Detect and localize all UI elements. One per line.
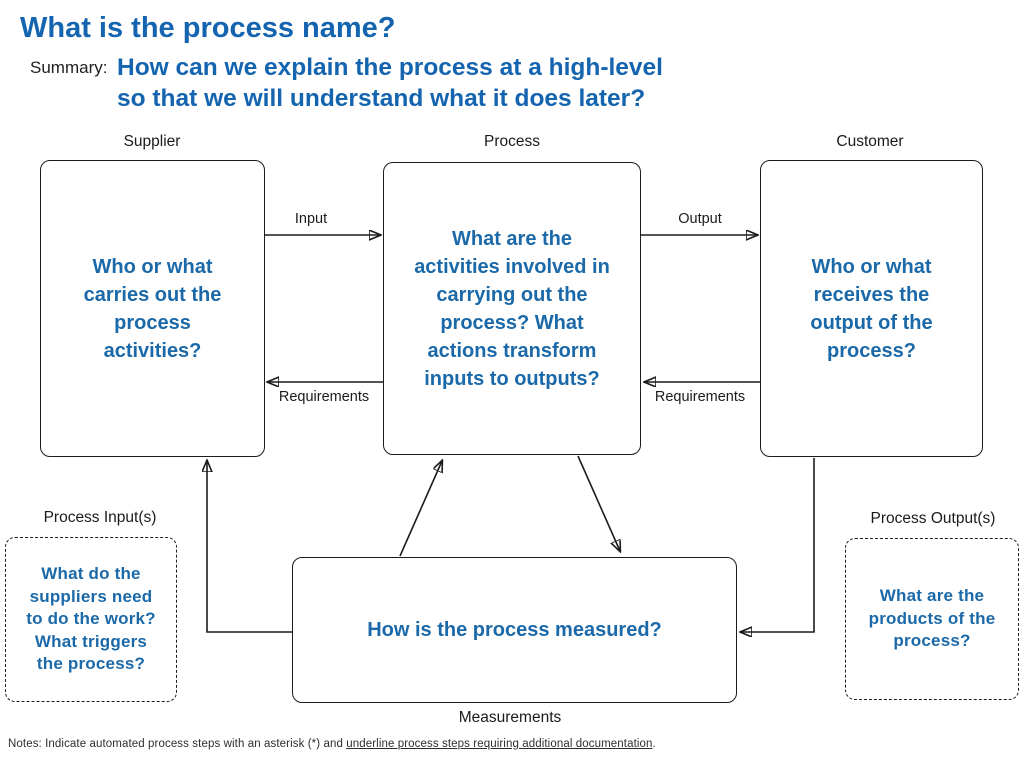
process-question: What are the activities involved in carr… <box>414 227 610 390</box>
requirements-right-label: Requirements <box>654 389 746 405</box>
summary-label: Summary: <box>30 58 108 77</box>
measurements-question: How is the process measured? <box>367 619 662 641</box>
supplier-label: Supplier <box>123 133 181 150</box>
notes-prefix: Notes: Indicate automated process steps … <box>8 738 347 750</box>
output-flow-label: Output <box>678 211 722 227</box>
notes-underlined-phrase: underline process steps requiring additi… <box>346 738 653 750</box>
process-to-measurement-arrow <box>577 455 620 551</box>
process-outputs-box: What are the products of the process? <box>845 538 1019 700</box>
requirements-left-label: Requirements <box>278 389 370 405</box>
customer-box: Who or what receives the output of the p… <box>760 160 983 457</box>
process-outputs-question: What are the products of the process? <box>868 586 996 651</box>
supplier-question: Who or what carries out the process acti… <box>83 255 222 362</box>
notes-suffix: . <box>652 738 656 750</box>
measurement-to-supplier-arrow <box>207 461 292 633</box>
measurements-label: Measurements <box>458 709 562 726</box>
measurement-to-process-arrow <box>399 461 442 557</box>
summary-question: How can we explain the process at a high… <box>117 54 663 112</box>
process-inputs-box: What do the suppliers need to do the wor… <box>5 537 177 702</box>
customer-to-measurement-arrow <box>741 458 815 632</box>
page-title: What is the process name? <box>20 12 396 44</box>
supplier-box: Who or what carries out the process acti… <box>40 160 265 457</box>
process-label: Process <box>484 133 540 150</box>
customer-question: Who or what receives the output of the p… <box>810 255 933 362</box>
measurements-box: How is the process measured? <box>292 557 737 703</box>
process-inputs-label: Process Input(s) <box>43 509 157 526</box>
process-outputs-label: Process Output(s) <box>870 510 996 527</box>
footer-notes: Notes: Indicate automated process steps … <box>8 738 656 750</box>
input-flow-label: Input <box>294 211 328 227</box>
customer-label: Customer <box>836 133 904 150</box>
process-box: What are the activities involved in carr… <box>383 162 641 455</box>
process-inputs-question: What do the suppliers need to do the wor… <box>26 564 156 674</box>
